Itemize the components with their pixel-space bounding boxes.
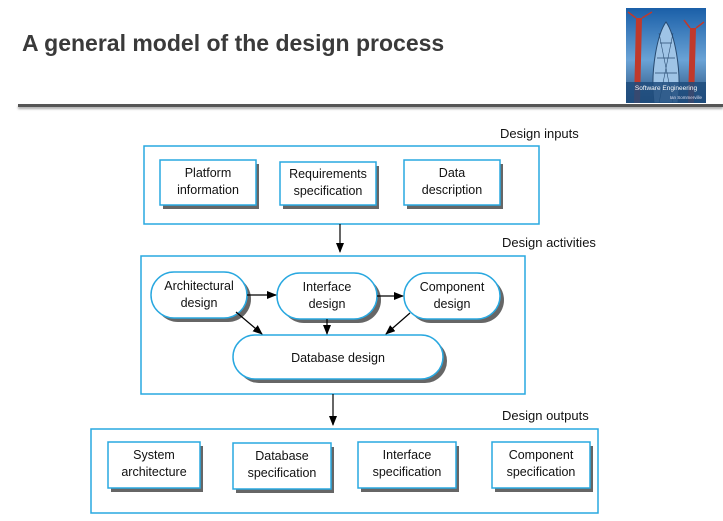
activity-component-line2: design — [434, 297, 471, 311]
output-interface-line1: Interface — [383, 448, 432, 462]
input-box-platform: Platform information — [159, 159, 259, 209]
design-outputs-label: Design outputs — [502, 408, 589, 423]
input-platform-line2: information — [177, 183, 239, 197]
title-divider — [18, 104, 723, 107]
input-requirements-line2: specification — [294, 184, 363, 198]
input-data-line1: Data — [439, 166, 465, 180]
output-component-line1: Component — [509, 448, 574, 462]
output-box-interface-specification: Interface specification — [357, 441, 459, 492]
input-box-data: Data description — [403, 159, 503, 209]
input-requirements-line1: Requirements — [289, 167, 367, 181]
output-box-component-specification: Component specification — [491, 441, 593, 492]
activity-component-design: Component design — [403, 272, 504, 323]
arrow-component-to-database — [385, 312, 411, 335]
activity-database-label: Database design — [291, 351, 385, 365]
activity-component-line1: Component — [420, 280, 485, 294]
book-caption: Software Engineering — [634, 85, 698, 92]
output-system-line2: architecture — [121, 465, 186, 479]
design-activities-label: Design activities — [502, 235, 596, 250]
activity-database-design: Database design — [232, 334, 447, 383]
activity-architectural-line1: Architectural — [164, 279, 233, 293]
output-box-database-specification: Database specification — [232, 442, 334, 493]
activity-interface-line1: Interface — [303, 280, 352, 294]
book-author: Ian Sommerville — [669, 95, 702, 100]
output-system-line1: System — [133, 448, 175, 462]
activity-interface-design: Interface design — [276, 272, 381, 323]
output-box-system-architecture: System architecture — [107, 441, 203, 492]
input-data-line2: description — [422, 183, 482, 197]
tower-illustration — [626, 11, 706, 103]
activity-interface-line2: design — [309, 297, 346, 311]
output-component-line2: specification — [507, 465, 576, 479]
activity-architectural-design: Architectural design — [150, 271, 251, 322]
output-database-line2: specification — [248, 466, 317, 480]
design-inputs-label: Design inputs — [500, 126, 579, 141]
activity-architectural-line2: design — [181, 296, 218, 310]
input-platform-line1: Platform — [185, 166, 232, 180]
slide-title: A general model of the design process — [22, 30, 445, 56]
book-cover-image: Software Engineering Ian Sommerville — [626, 8, 706, 103]
input-box-requirements: Requirements specification — [279, 161, 379, 209]
output-database-line1: Database — [255, 449, 309, 463]
arrow-architectural-to-database — [235, 311, 263, 335]
output-interface-line2: specification — [373, 465, 442, 479]
